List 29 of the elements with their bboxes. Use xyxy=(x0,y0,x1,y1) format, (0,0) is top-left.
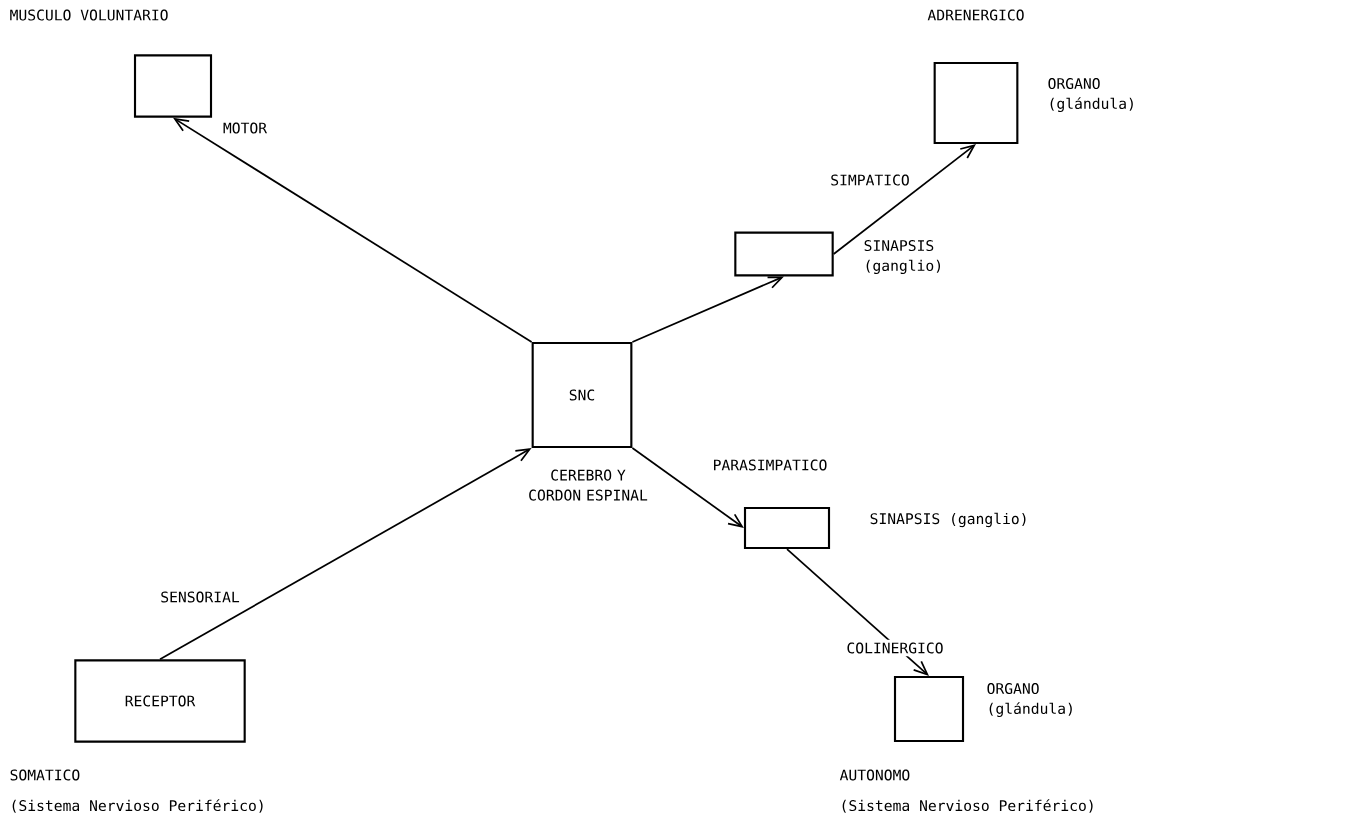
node-caption: ORGANO (glándula) xyxy=(987,683,1072,717)
process-box: SNC xyxy=(531,341,633,449)
arrow xyxy=(832,144,976,255)
arrow xyxy=(159,448,532,661)
label: (Sistema Nervioso Periférico) xyxy=(842,799,1093,813)
box xyxy=(133,54,213,118)
label: (Sistema Nervioso Periférico) xyxy=(12,799,263,813)
arrow xyxy=(173,117,533,343)
box xyxy=(933,61,1019,145)
box xyxy=(893,675,965,743)
node-caption: CEREBRO Y CORDON ESPINAL xyxy=(529,469,648,501)
edge-label: MOTOR xyxy=(220,119,270,137)
node-caption: SINAPSIS (ganglio) xyxy=(870,512,1026,528)
edge-label: SIMPATICO xyxy=(827,171,913,189)
process-box: RECEPTOR xyxy=(74,659,246,743)
edge-label: SENSORIAL xyxy=(157,588,243,606)
label: AUTONOMO xyxy=(839,769,910,781)
edge-label: COLINERGICO xyxy=(843,639,947,657)
node-caption: SINAPSIS (ganglio) xyxy=(864,240,940,274)
box xyxy=(743,506,831,550)
arrow xyxy=(631,276,784,343)
node-caption: MUSCULO VOLUNTARIO xyxy=(10,9,168,21)
edge-label: PARASIMPATICO xyxy=(709,456,831,474)
label: SOMATICO xyxy=(10,769,80,781)
node-caption: ADRENERGICO xyxy=(927,9,1024,21)
arrow xyxy=(631,447,744,528)
arrow xyxy=(786,548,929,676)
box xyxy=(734,231,834,277)
node-caption: ORGANO (glándula) xyxy=(1048,78,1133,112)
